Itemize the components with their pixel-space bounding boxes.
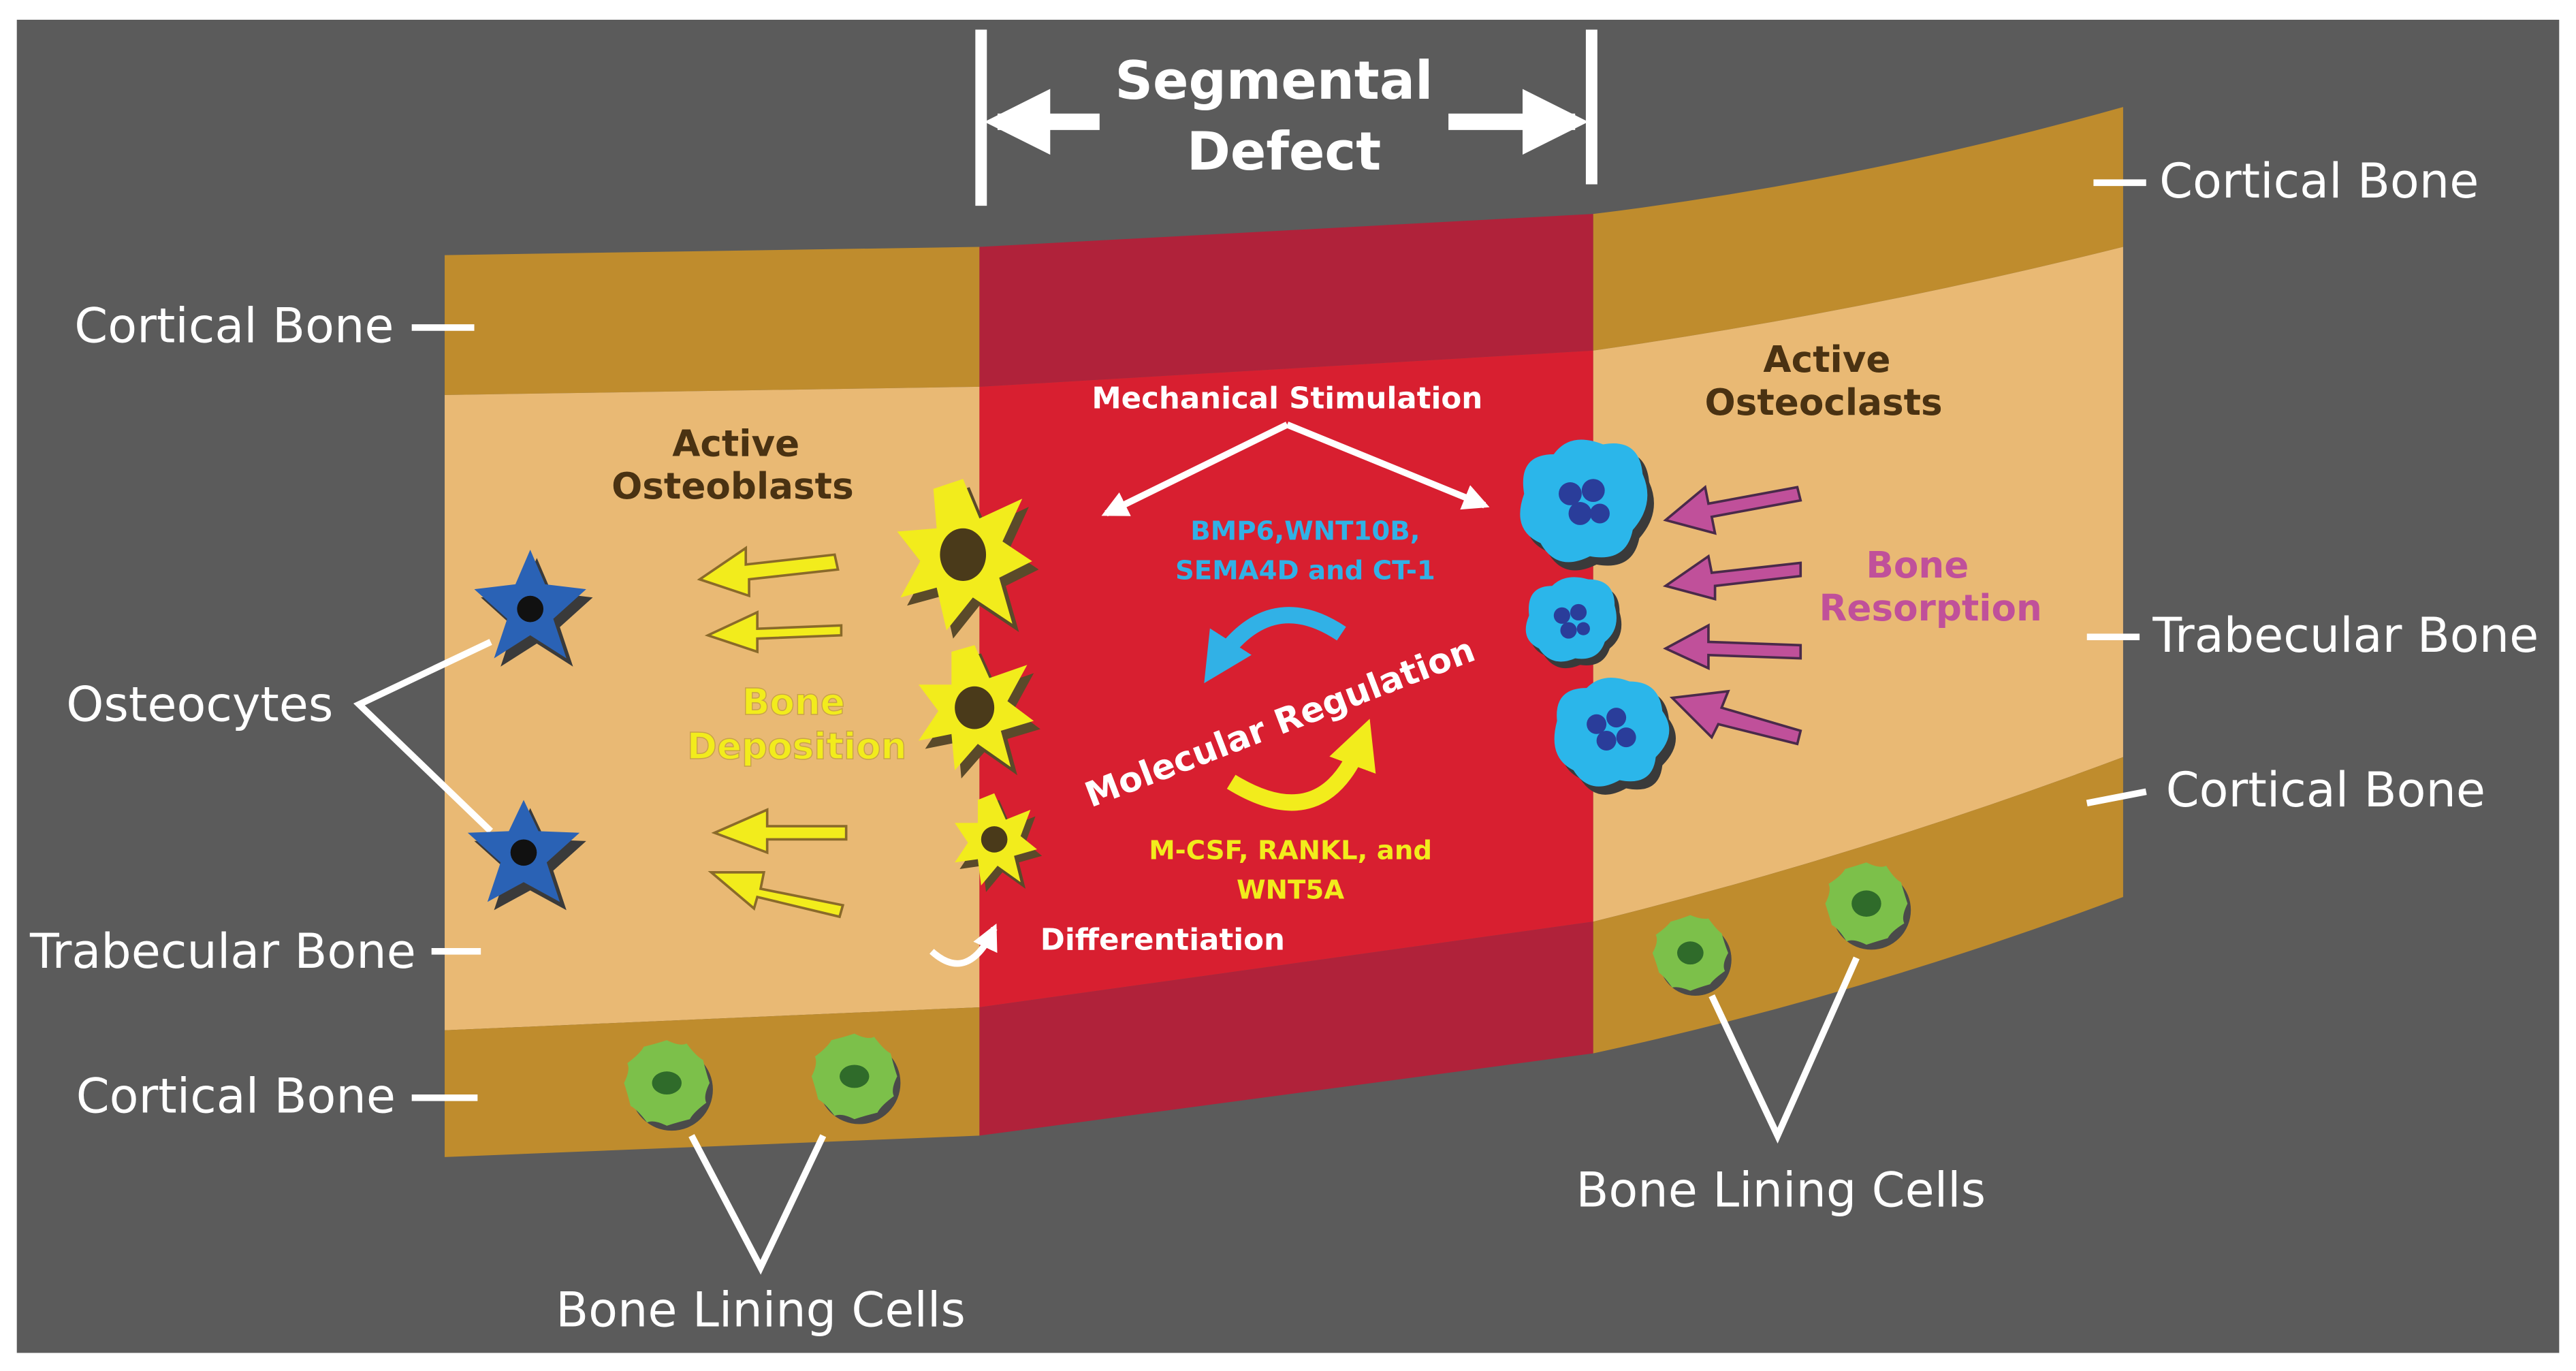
defect-title-line2: Defect — [1187, 121, 1382, 183]
left-labels: Cortical Bone Osteocytes Trabecular Bone… — [29, 298, 966, 1338]
factors-top-line2: SEMA4D and CT-1 — [1175, 556, 1435, 586]
label-bone-lining-left: Bone Lining Cells — [556, 1282, 966, 1338]
bone-lining-cells — [624, 862, 1911, 1131]
resorption-arrows — [1662, 484, 1802, 746]
mechanical-stimulation-label: Mechanical Stimulation — [1092, 381, 1482, 415]
bone-lining-cell — [1825, 862, 1911, 950]
defect-top-edge — [979, 214, 1593, 387]
resorption-line2: Resorption — [1819, 587, 2041, 629]
differentiation-label: Differentiation — [1040, 923, 1285, 957]
label-cortical-right-bottom: Cortical Bone — [2166, 762, 2485, 818]
label-cortical-left-top: Cortical Bone — [74, 298, 394, 354]
resorption-arrow — [1662, 554, 1802, 601]
label-cortical-left-bottom: Cortical Bone — [76, 1069, 396, 1124]
osteoblasts — [897, 479, 1043, 892]
segmental-defect-header: Segmental Defect — [975, 29, 1597, 206]
defect-bottom-edge — [979, 921, 1593, 1136]
resorption-line1: Bone — [1866, 544, 1969, 586]
label-bone-lining-right: Bone Lining Cells — [1576, 1162, 1986, 1218]
factors-bottom-line1: M-CSF, RANKL, and — [1149, 835, 1432, 866]
label-cortical-right-top: Cortical Bone — [2159, 153, 2479, 209]
resorption-arrow — [1663, 484, 1802, 535]
osteoclasts-heading-line1: Active — [1763, 338, 1890, 381]
osteocytes — [467, 550, 593, 911]
mechanical-arrow-right — [1286, 421, 1490, 510]
left-cortical-top — [445, 247, 980, 395]
right-trabecular — [1593, 247, 2123, 922]
cycle-arrow-yellow — [1226, 719, 1376, 811]
osteocyte-cell — [467, 800, 586, 911]
bone-lining-cell — [1652, 915, 1732, 996]
deposition-line1: Bone — [742, 681, 845, 723]
osteoblast-cell — [955, 793, 1043, 892]
right-labels: Cortical Bone Trabecular Bone Cortical B… — [1576, 153, 2539, 1218]
deposition-line2: Deposition — [687, 725, 907, 768]
bone-lining-cell — [624, 1040, 713, 1131]
deposition-arrows — [697, 546, 848, 919]
label-trabecular-left: Trabecular Bone — [29, 924, 416, 979]
osteoclast-cell — [1525, 577, 1622, 669]
osteoclast-cell — [1520, 439, 1654, 571]
defect-core — [979, 350, 1593, 1007]
right-cortical-top — [1593, 107, 2123, 351]
leader-bone-lining-left — [688, 1134, 827, 1275]
factors-bottom-line2: WNT5A — [1237, 874, 1344, 905]
osteoblast-cell — [918, 645, 1040, 779]
deposition-arrow — [697, 546, 840, 598]
differentiation-arrow — [929, 923, 998, 967]
leader-bone-lining-right — [1708, 956, 1860, 1144]
factors-top-line1: BMP6,WNT10B, — [1190, 516, 1420, 547]
cycle-arrow-blue — [1204, 607, 1346, 684]
label-osteocytes: Osteocytes — [66, 676, 333, 732]
leader-cortical-right-bottom — [2086, 788, 2147, 807]
defect-region — [979, 214, 1593, 1136]
osteoblasts-heading-line2: Osteoblasts — [611, 465, 854, 507]
left-trabecular — [445, 386, 980, 1030]
defect-title-line1: Segmental — [1115, 50, 1433, 112]
osteoclasts — [1520, 439, 1676, 795]
osteoblast-cell — [897, 479, 1039, 639]
osteoblasts-heading-line1: Active — [672, 422, 799, 464]
osteoclasts-heading-line2: Osteoclasts — [1705, 381, 1943, 424]
leader-osteocytes — [353, 639, 494, 834]
deposition-arrow — [711, 808, 848, 855]
deposition-arrow — [704, 610, 843, 654]
osteoclast-cell — [1554, 678, 1676, 795]
mechanical-arrow-left — [1101, 422, 1289, 517]
resorption-arrow — [1663, 623, 1802, 670]
deposition-arrow — [707, 870, 845, 919]
left-bone-segment — [445, 247, 980, 1157]
zone-headings: Active Osteoblasts Active Osteoclasts Bo… — [611, 338, 2042, 768]
resorption-arrow — [1669, 689, 1802, 746]
osteocyte-cell — [474, 550, 593, 667]
label-trabecular-right: Trabecular Bone — [2152, 608, 2539, 663]
bone-lining-cell — [811, 1033, 901, 1124]
